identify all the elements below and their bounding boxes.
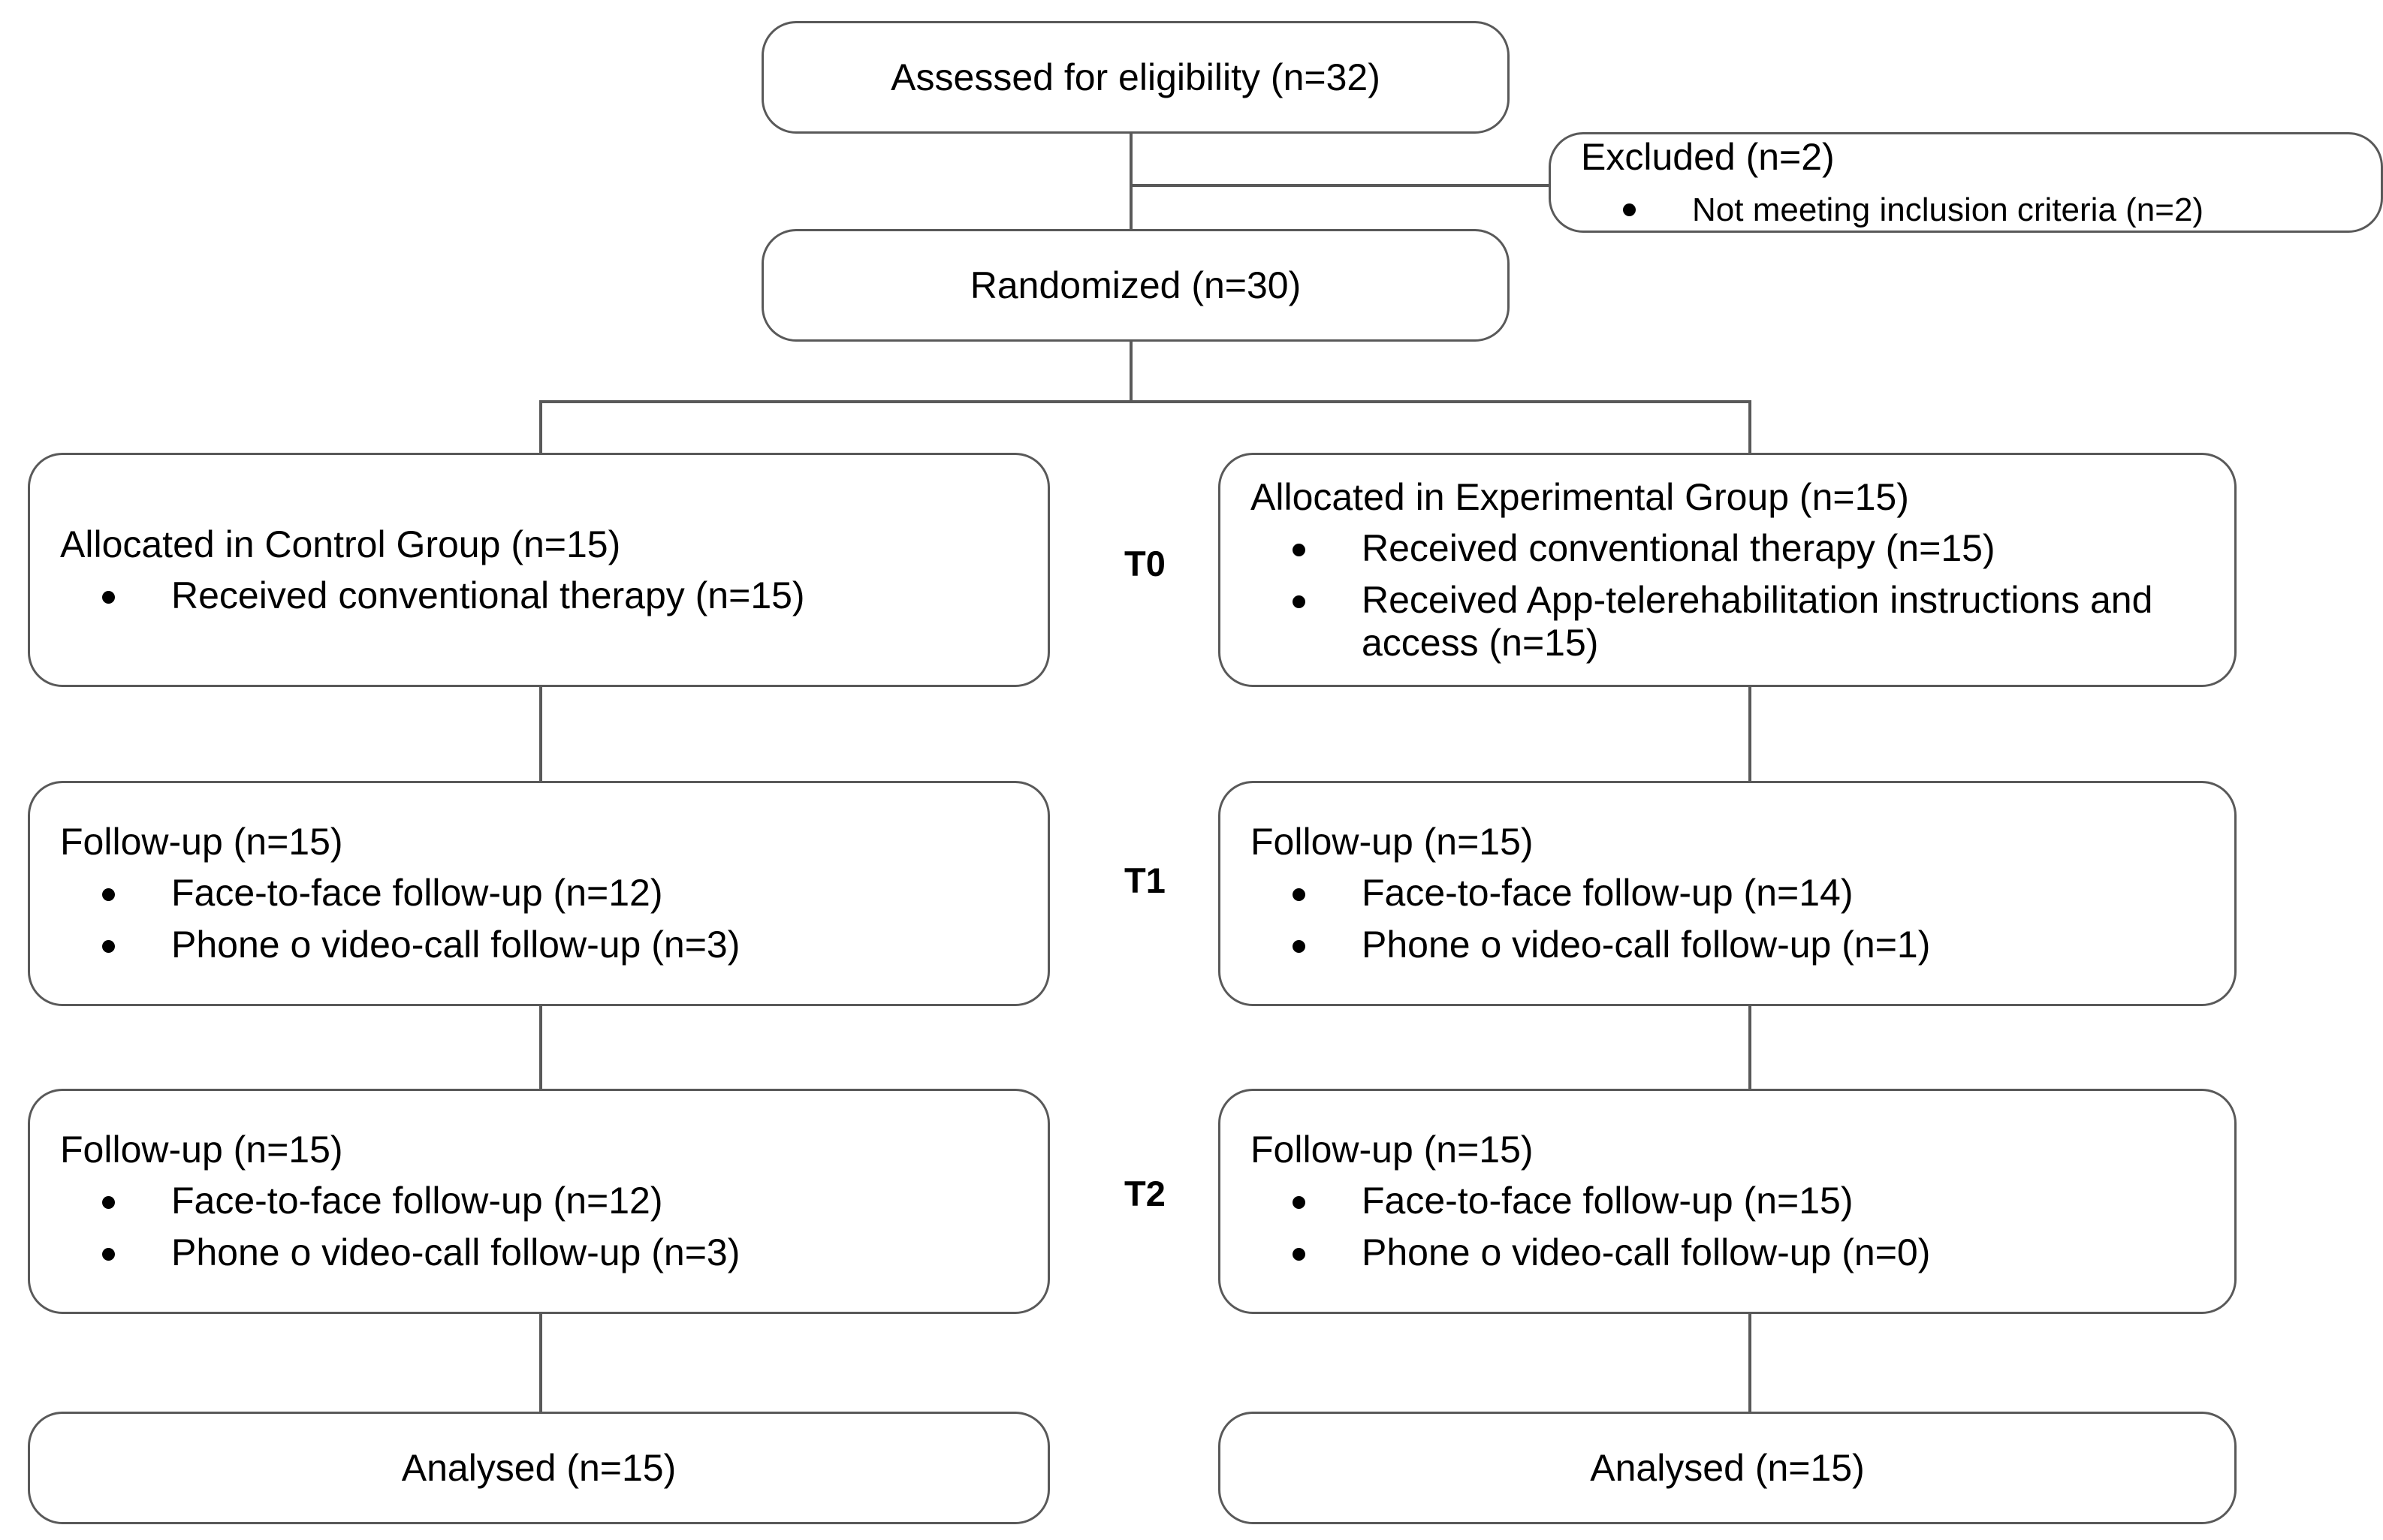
bullet-dot-icon [1293,888,1305,901]
node-control-followup-t1: Follow-up (n=15) Face-to-face follow-up … [28,781,1050,1006]
node-control-followup-t2-bullets: Face-to-face follow-up (n=12) Phone o vi… [60,1180,1028,1274]
node-control-analysed: Analysed (n=15) [28,1412,1050,1524]
connector-split-to-experimental [1748,400,1751,453]
list-item: Received conventional therapy (n=15) [1250,527,2215,570]
node-experimental-analysed: Analysed (n=15) [1218,1412,2237,1524]
bullet-text: Face-to-face follow-up (n=12) [171,872,663,914]
connector-randomized-split-bar [539,400,1751,403]
node-control-followup-t1-label: Follow-up (n=15) [60,821,343,863]
node-excluded-label: Excluded (n=2) [1581,135,1835,178]
bullet-dot-icon [102,1196,115,1209]
bullet-text: Received conventional therapy (n=15) [1362,526,1995,569]
connector-control-t1-to-t2 [539,1006,542,1089]
connector-assessed-to-excluded [1130,184,1550,187]
node-experimental-followup-t2-bullets: Face-to-face follow-up (n=15) Phone o vi… [1250,1180,2215,1274]
bullet-dot-icon [1293,595,1305,608]
list-item: Phone o video-call follow-up (n=1) [1250,924,2215,966]
list-item: Phone o video-call follow-up (n=3) [60,1231,1028,1274]
bullet-dot-icon [102,940,115,953]
connector-experimental-alloc-to-t1 [1748,687,1751,781]
node-experimental-followup-t2-label: Follow-up (n=15) [1250,1129,1534,1171]
node-experimental-allocation-label: Allocated in Experimental Group (n=15) [1250,475,1909,518]
node-experimental-allocation: Allocated in Experimental Group (n=15) R… [1218,453,2237,687]
bullet-text: Face-to-face follow-up (n=12) [171,1180,663,1222]
bullet-dot-icon [102,888,115,901]
node-experimental-followup-t2: Follow-up (n=15) Face-to-face follow-up … [1218,1089,2237,1314]
connector-control-alloc-to-t1 [539,687,542,781]
list-item: Not meeting inclusion criteria (n=2) [1581,187,2361,230]
node-experimental-followup-t1-bullets: Face-to-face follow-up (n=14) Phone o vi… [1250,872,2215,966]
bullet-text: Received conventional therapy (n=15) [171,574,805,616]
bullet-dot-icon [1293,940,1305,953]
timepoint-label-t1: T1 [1124,860,1166,900]
bullet-text: Face-to-face follow-up (n=15) [1362,1180,1854,1222]
node-assessed-for-eligibility: Assessed for eligibility (n=32) [762,21,1510,134]
node-excluded-bullets: Not meeting inclusion criteria (n=2) [1581,187,2361,230]
list-item: Phone o video-call follow-up (n=3) [60,924,1028,966]
node-experimental-followup-t1-label: Follow-up (n=15) [1250,821,1534,863]
bullet-text: Phone o video-call follow-up (n=0) [1362,1231,1931,1273]
node-control-allocation: Allocated in Control Group (n=15) Receiv… [28,453,1050,687]
list-item: Face-to-face follow-up (n=12) [60,1180,1028,1222]
node-randomized: Randomized (n=30) [762,229,1510,342]
bullet-dot-icon [102,1248,115,1261]
node-randomized-label: Randomized (n=30) [970,264,1302,306]
node-experimental-analysed-label: Analysed (n=15) [1590,1447,1865,1489]
bullet-dot-icon [102,590,115,604]
bullet-dot-icon [1293,1248,1305,1261]
list-item: Face-to-face follow-up (n=14) [1250,872,2215,915]
list-item: Face-to-face follow-up (n=15) [1250,1180,2215,1222]
node-excluded: Excluded (n=2) Not meeting inclusion cri… [1549,132,2383,233]
node-control-allocation-bullets: Received conventional therapy (n=15) [60,574,1028,617]
bullet-text: Not meeting inclusion criteria (n=2) [1692,191,2204,228]
timepoint-label-t2: T2 [1124,1174,1166,1213]
list-item: Phone o video-call follow-up (n=0) [1250,1231,2215,1274]
node-experimental-followup-t1: Follow-up (n=15) Face-to-face follow-up … [1218,781,2237,1006]
list-item: Received conventional therapy (n=15) [60,574,1028,617]
bullet-text: Face-to-face follow-up (n=14) [1362,872,1854,914]
node-control-followup-t2-label: Follow-up (n=15) [60,1129,343,1171]
bullet-dot-icon [1293,543,1305,556]
connector-randomized-stem [1130,342,1133,402]
bullet-text: Phone o video-call follow-up (n=1) [1362,924,1931,966]
connector-experimental-t2-to-analysed [1748,1310,1751,1412]
bullet-dot-icon [1623,203,1636,216]
timepoint-label-t0: T0 [1124,544,1166,583]
list-item: Face-to-face follow-up (n=12) [60,872,1028,915]
bullet-text: Phone o video-call follow-up (n=3) [171,1231,741,1273]
connector-split-to-control [539,400,542,453]
list-item: Received App-telerehabilitation instruct… [1250,579,2215,665]
node-control-allocation-label: Allocated in Control Group (n=15) [60,523,621,565]
connector-experimental-t1-to-t2 [1748,1006,1751,1089]
bullet-dot-icon [1293,1196,1305,1209]
node-experimental-allocation-bullets: Received conventional therapy (n=15) Rec… [1250,527,2215,665]
bullet-text: Received App-telerehabilitation instruct… [1362,578,2153,664]
node-control-analysed-label: Analysed (n=15) [401,1447,677,1489]
bullet-text: Phone o video-call follow-up (n=3) [171,924,741,966]
node-control-followup-t1-bullets: Face-to-face follow-up (n=12) Phone o vi… [60,872,1028,966]
connector-control-t2-to-analysed [539,1310,542,1412]
node-assessed-label: Assessed for eligibility (n=32) [891,56,1380,98]
node-control-followup-t2: Follow-up (n=15) Face-to-face follow-up … [28,1089,1050,1314]
